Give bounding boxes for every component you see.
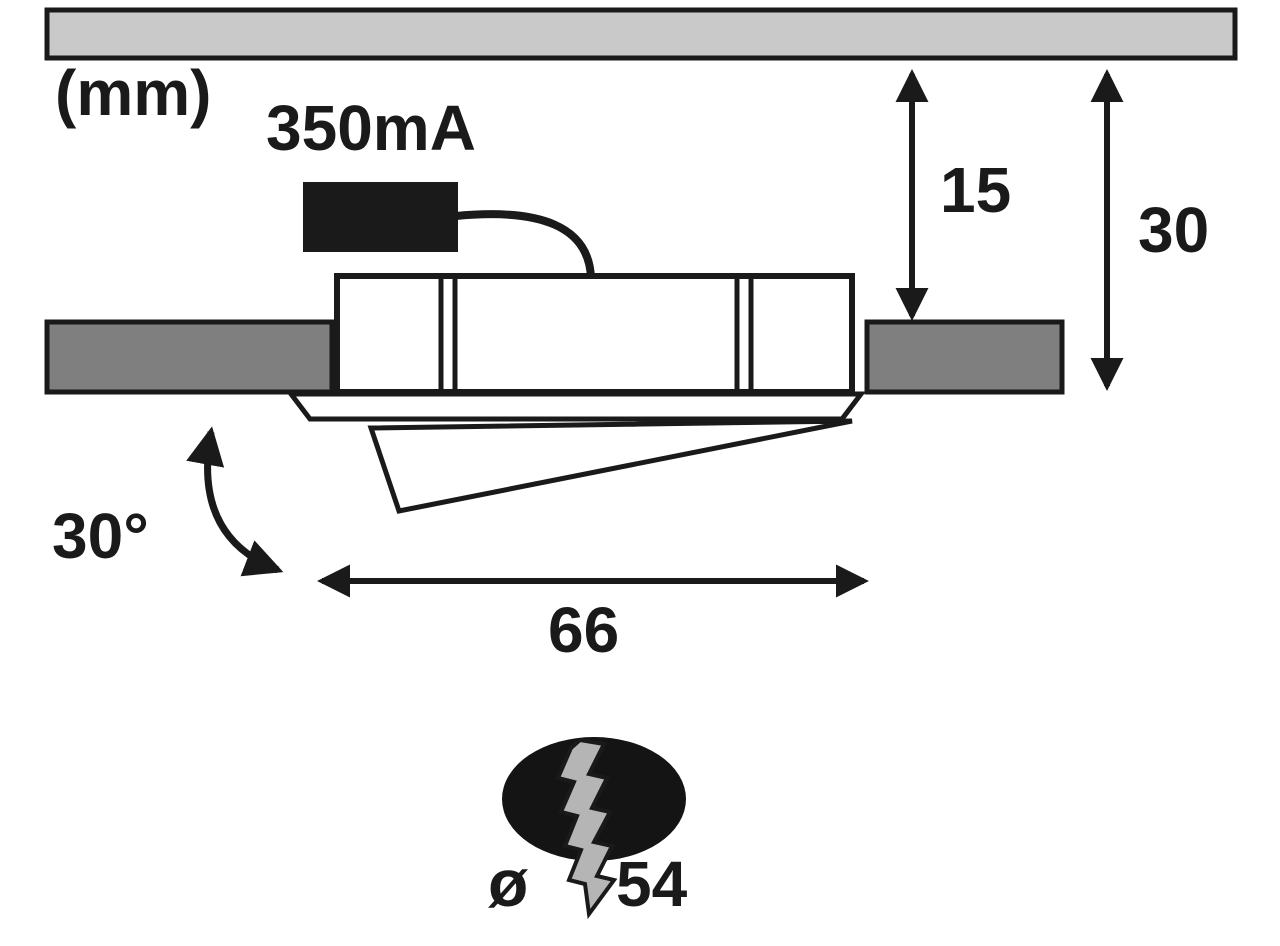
mounting-panel-left [44, 319, 335, 395]
tilted-lamp [367, 418, 853, 514]
ceiling-panel [44, 7, 1238, 61]
cut-zigzag-icon [555, 737, 618, 920]
trim-bezel [285, 391, 867, 422]
swivel-angle-arc [186, 426, 284, 577]
swivel-angle-label: 30° [52, 500, 149, 572]
diameter-sign: ø [488, 846, 529, 920]
unit-label: (mm) [55, 57, 211, 129]
fixture-housing [334, 273, 855, 395]
driver-wire [455, 210, 595, 279]
cutout-diameter-label: 54 [616, 848, 688, 920]
mounting-panel-right [864, 319, 1065, 395]
driver-box [303, 182, 458, 252]
dimension-label-30: 30 [1138, 194, 1209, 266]
dimension-label-66: 66 [548, 594, 619, 666]
drive-current-label: 350mA [266, 92, 476, 164]
dimension-label-15: 15 [940, 154, 1011, 226]
